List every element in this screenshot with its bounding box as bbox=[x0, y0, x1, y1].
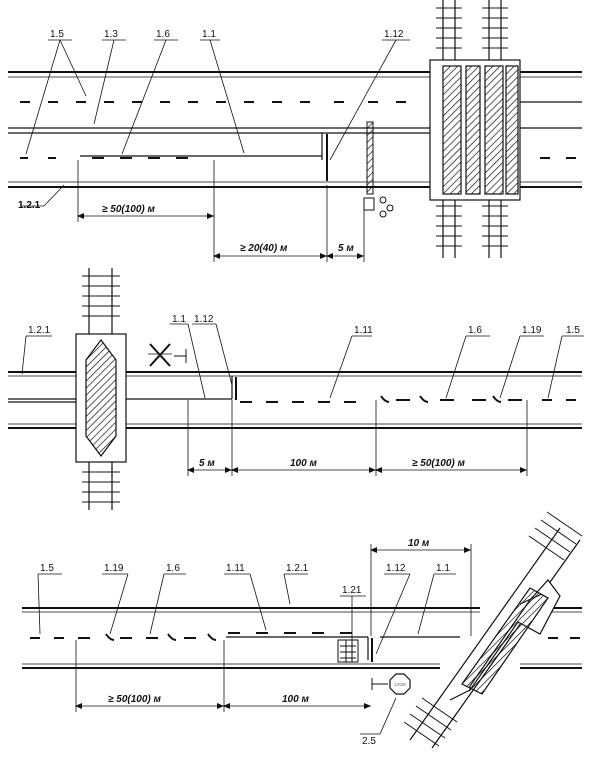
label-3-1-11: 1.11 bbox=[226, 563, 245, 574]
dim-2-50-100: ≥ 50(100) м bbox=[412, 458, 466, 469]
dim-5m: 5 м bbox=[338, 243, 354, 254]
panel-3-dimensions bbox=[75, 544, 472, 712]
label-2-1-11: 1.11 bbox=[354, 325, 373, 336]
dim-3-50-100: ≥ 50(100) м bbox=[108, 694, 162, 705]
panel-2-cross-sign bbox=[148, 343, 187, 367]
label-3-1-21: 1.21 bbox=[342, 585, 362, 596]
panel-1-railway bbox=[429, 0, 521, 258]
dim-2-5m: 5 м bbox=[199, 458, 215, 469]
label-2-1-12: 1.12 bbox=[194, 314, 214, 325]
dim-20-40: ≥ 20(40) м bbox=[240, 243, 288, 254]
panel-2-railway bbox=[75, 268, 127, 510]
label-2-1-1: 1.1 bbox=[172, 314, 186, 325]
panel-1-dashes bbox=[20, 101, 576, 159]
panel-1-road bbox=[8, 71, 582, 188]
panel-3-railway bbox=[403, 511, 583, 749]
dim-3-10m: 10 м bbox=[408, 538, 430, 549]
panel-2-road bbox=[8, 371, 582, 429]
panel-3-road bbox=[22, 607, 582, 669]
label-1-5: 1.5 bbox=[50, 29, 64, 40]
label-3-1-2-1: 1.2.1 bbox=[286, 563, 309, 574]
label-1-3: 1.3 bbox=[104, 29, 118, 40]
panel-1: 1.5 1.3 1.6 1.1 1.12 1.2.1 ≥ 50(100) м ≥… bbox=[8, 0, 582, 262]
label-1-12: 1.12 bbox=[384, 29, 404, 40]
label-3-1-12: 1.12 bbox=[386, 563, 406, 574]
panel-2-label-texts: 1.2.1 1.1 1.12 1.11 1.6 1.19 1.5 5 м 100… bbox=[28, 314, 580, 469]
dim-50-100: ≥ 50(100) м bbox=[102, 204, 156, 215]
label-1-6: 1.6 bbox=[156, 29, 170, 40]
panel-2-dimensions bbox=[187, 400, 528, 476]
panel-1-barrier bbox=[363, 121, 394, 218]
label-3-1-19: 1.19 bbox=[104, 563, 124, 574]
panel-2: 1.2.1 1.1 1.12 1.11 1.6 1.19 1.5 5 м 100… bbox=[8, 268, 584, 510]
label-3-1-1: 1.1 bbox=[436, 563, 450, 574]
label-2-1-5: 1.5 bbox=[566, 325, 580, 336]
label-2-1-19: 1.19 bbox=[522, 325, 542, 336]
panel-3: 1.5 1.19 1.6 1.11 1.2.1 1.21 1.12 1.1 2.… bbox=[22, 511, 583, 749]
panel-1-dimensions bbox=[77, 160, 365, 262]
label-2-1-6: 1.6 bbox=[468, 325, 482, 336]
label-2-1-2-1: 1.2.1 bbox=[28, 325, 51, 336]
label-3-1-6: 1.6 bbox=[166, 563, 180, 574]
label-1-1: 1.1 bbox=[202, 29, 216, 40]
dim-2-100m: 100 м bbox=[290, 458, 317, 469]
panel-3-stop-lines bbox=[337, 639, 359, 663]
panel-1-leaders bbox=[20, 39, 410, 207]
panel-3-stop-sign bbox=[371, 673, 411, 695]
label-1-2-1: 1.2.1 bbox=[18, 200, 41, 211]
panel-3-dashes bbox=[30, 632, 580, 641]
panel-3-label-texts: 1.5 1.19 1.6 1.11 1.2.1 1.21 1.12 1.1 2.… bbox=[40, 538, 450, 747]
label-3-1-5: 1.5 bbox=[40, 563, 54, 574]
panel-1-label-texts: 1.5 1.3 1.6 1.1 1.12 1.2.1 ≥ 50(100) м ≥… bbox=[18, 29, 404, 254]
panel-2-leaders bbox=[21, 323, 584, 399]
panel-2-dashes bbox=[240, 395, 576, 403]
panel-3-leaders bbox=[37, 573, 456, 735]
dim-3-100m: 100 м bbox=[282, 694, 309, 705]
stop-sign-text: СТОП bbox=[394, 682, 405, 687]
label-3-2-5: 2.5 bbox=[362, 736, 376, 747]
